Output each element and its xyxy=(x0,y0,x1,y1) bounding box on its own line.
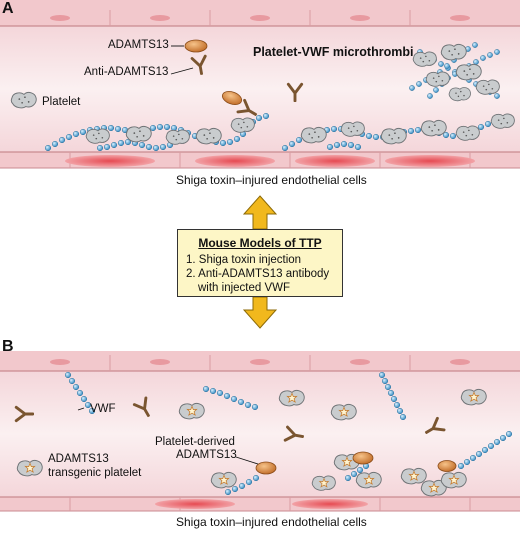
adamts13-antibody-panel-b xyxy=(14,396,457,475)
vessel-panel-b xyxy=(0,351,520,512)
platelet-derived-label-line2: ADAMTS13 xyxy=(176,449,237,461)
microthrombi-label: Platelet-VWF microthrombi xyxy=(253,45,414,59)
vwf-string xyxy=(326,140,362,151)
adamts13-label: ADAMTS13 xyxy=(108,39,169,51)
panel-b-caption: Shiga toxin–injured endothelial cells xyxy=(176,515,367,529)
info-box: Mouse Models of TTP 1. Shiga toxin injec… xyxy=(177,229,343,297)
vwf-label: VWF xyxy=(90,403,116,415)
vwf-string xyxy=(344,462,370,482)
info-box-item: with injected VWF xyxy=(198,282,291,294)
transgenic-platelet-label-line1: ADAMTS13 xyxy=(48,453,109,465)
vwf-string xyxy=(96,138,174,152)
anti-adamts13-label: Anti-ADAMTS13 xyxy=(84,66,169,78)
info-box-item: 2. Anti-ADAMTS13 antibody xyxy=(186,268,330,280)
vwf-strings-panel-b xyxy=(64,371,513,496)
info-box-title: Mouse Models of TTP xyxy=(198,236,322,250)
vwf-string xyxy=(457,430,513,470)
info-box-item: 1. Shiga toxin injection xyxy=(186,254,302,266)
platelet-derived-label-line1: Platelet-derived xyxy=(155,436,235,448)
vwf-string xyxy=(64,371,96,415)
vwf-string xyxy=(224,474,260,496)
panel-a-caption: Shiga toxin–injured endothelial cells xyxy=(176,173,367,187)
transgenic-platelet-label-line2: transgenic platelet xyxy=(48,467,142,479)
vwf-string xyxy=(378,371,407,421)
adamts13-antibody-panel-a xyxy=(170,39,304,122)
panel-a-letter: A xyxy=(2,0,14,17)
panel-b-letter: B xyxy=(2,338,14,355)
vwf-string xyxy=(202,385,259,411)
platelet-label: Platelet xyxy=(42,96,81,108)
